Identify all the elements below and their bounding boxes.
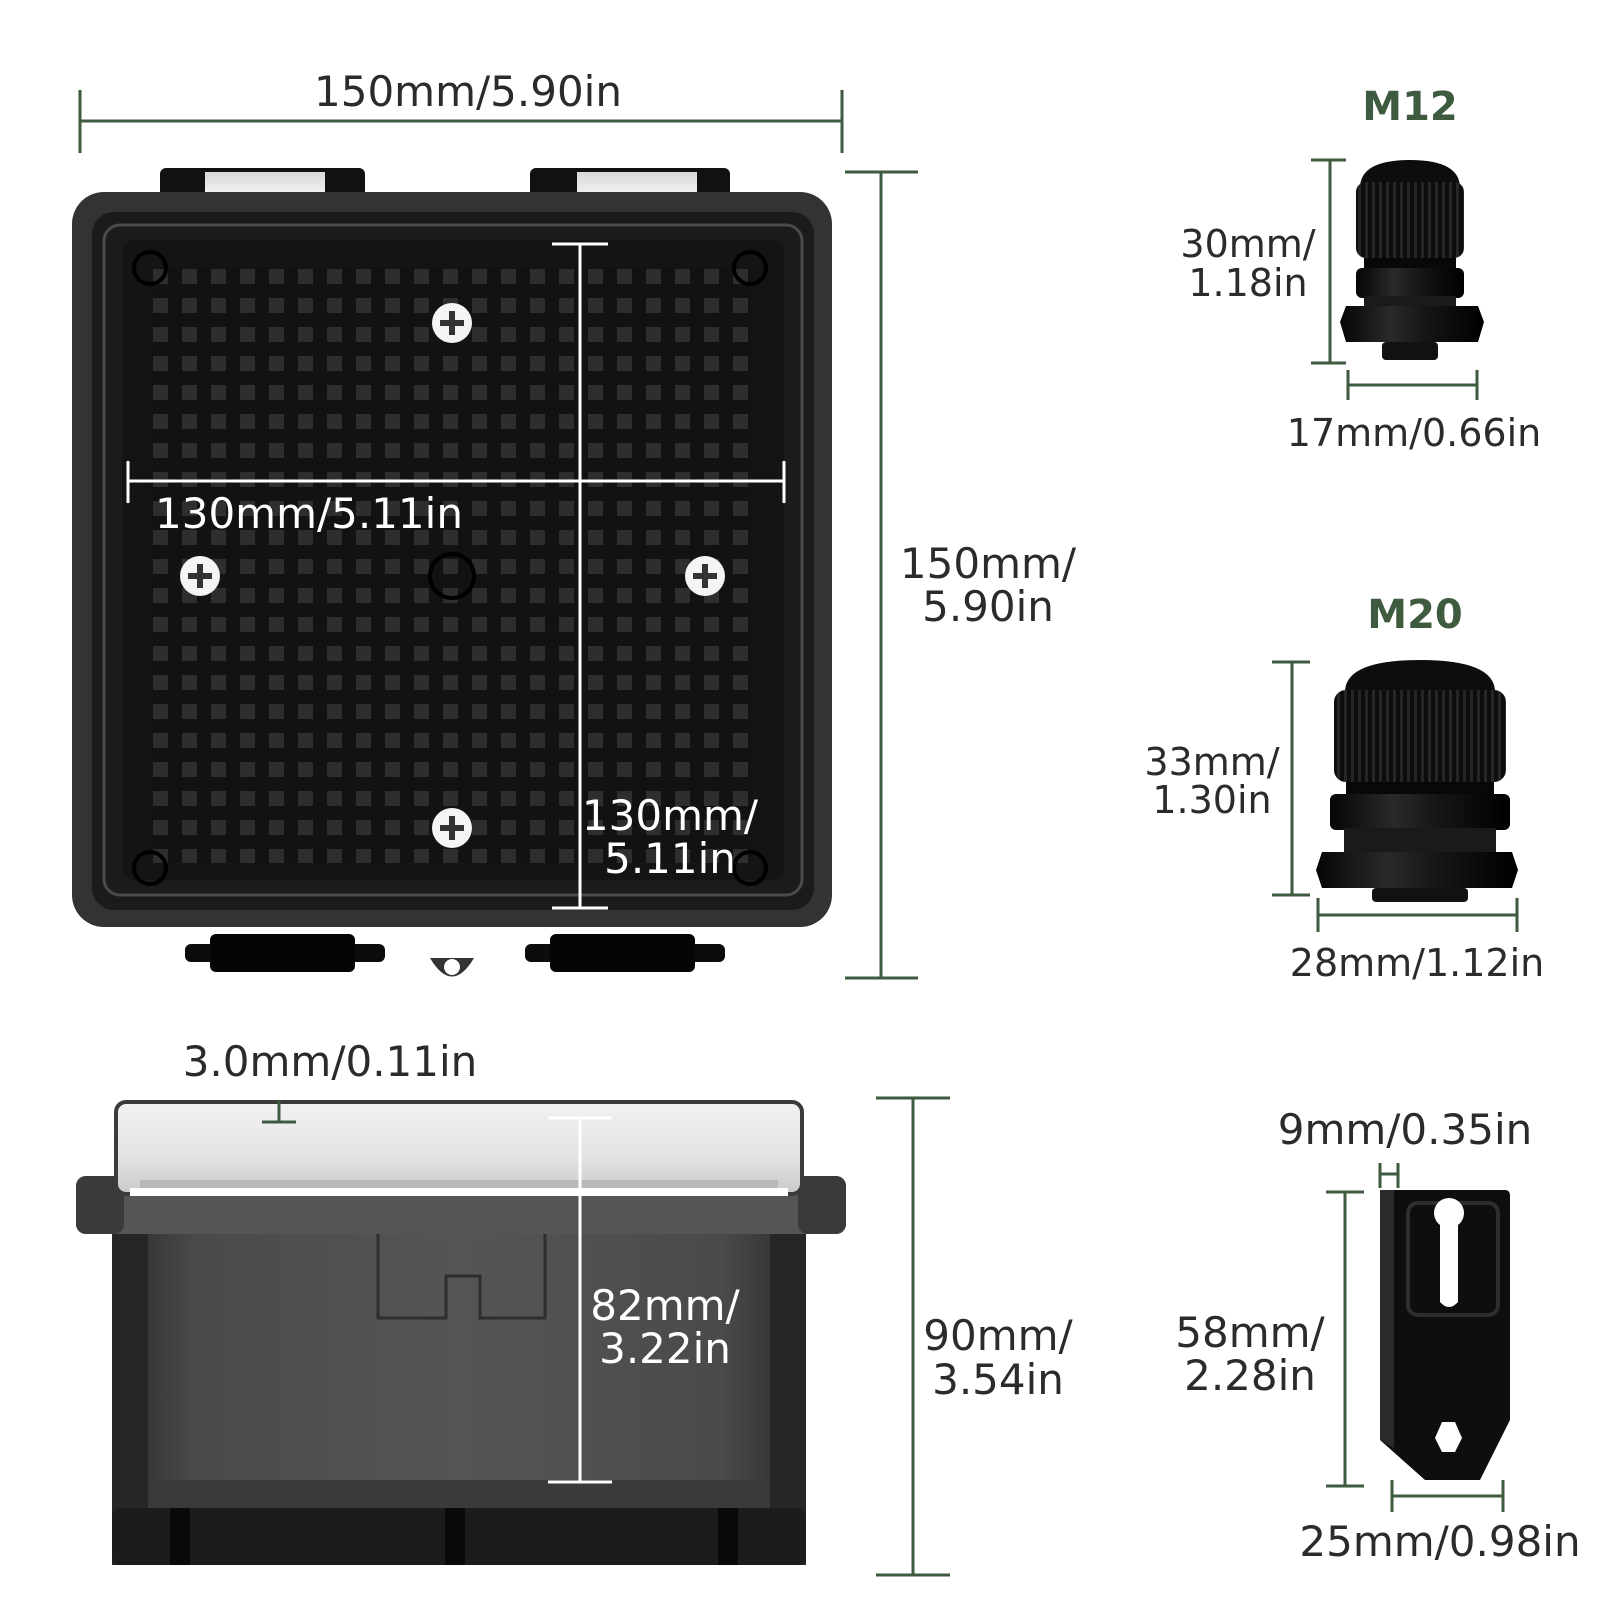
latch-right xyxy=(525,934,725,972)
m20-height-label-line1: 33mm/ xyxy=(1144,740,1279,784)
inner-depth-label-line1: 82mm/ xyxy=(590,1281,740,1330)
bracket-hole xyxy=(1435,1422,1462,1452)
gland-m12: M12 30mm/ 1.18in 17mm/0.66in xyxy=(1180,84,1541,455)
m12-cap xyxy=(1356,182,1464,258)
bracket-height-label-line2: 2.28in xyxy=(1184,1351,1316,1400)
bracket-plate xyxy=(1380,1190,1510,1480)
m12-height-label-line2: 1.18in xyxy=(1188,261,1307,305)
inner-depth-label-line2: 3.22in xyxy=(599,1324,731,1373)
box-height-dimension: 150mm/ 5.90in xyxy=(845,170,1077,980)
m20-width-label: 28mm/1.12in xyxy=(1290,941,1544,985)
side-body xyxy=(112,1180,806,1565)
m20-height-label-line2: 1.30in xyxy=(1152,778,1271,822)
screw-bottom xyxy=(432,808,472,848)
bracket-height-label-line1: 58mm/ xyxy=(1175,1308,1325,1357)
m12-height-label-line1: 30mm/ xyxy=(1180,222,1315,266)
m12-title: M12 xyxy=(1362,84,1457,130)
mounting-bracket: 9mm/0.35in 58mm/ 2.28in 25mm/0.98in xyxy=(1175,1105,1580,1566)
gland-m20: M20 33mm/ 1.30in 28mm/1.12in xyxy=(1144,592,1544,985)
m20-title: M20 xyxy=(1367,592,1462,638)
screw-right xyxy=(685,556,725,596)
lock-tab xyxy=(430,958,474,977)
inner-height-label-line2: 5.11in xyxy=(604,834,736,883)
bracket-width-label: 25mm/0.98in xyxy=(1299,1517,1580,1566)
inner-height-label-line1: 130mm/ xyxy=(582,791,759,840)
wall-thickness-label: 3.0mm/0.11in xyxy=(183,1037,478,1086)
mounting-plate xyxy=(150,268,750,863)
m20-cap xyxy=(1334,690,1506,782)
box-side-view: 82mm/ 3.22in 3.0mm/0.11in xyxy=(76,1037,846,1565)
screw-left xyxy=(180,556,220,596)
box-height-label-line2: 5.90in xyxy=(922,582,1054,631)
side-notch-panel xyxy=(376,1206,547,1320)
inner-width-label: 130mm/5.11in xyxy=(155,489,463,538)
m12-width-label: 17mm/0.66in xyxy=(1287,411,1541,455)
side-height-label-line2: 3.54in xyxy=(932,1355,1064,1404)
side-height-label-line1: 90mm/ xyxy=(923,1311,1073,1360)
box-top-view: 130mm/5.11in 130mm/ 5.11in xyxy=(72,168,832,977)
bracket-thickness-label: 9mm/0.35in xyxy=(1278,1105,1533,1154)
latch-left xyxy=(185,934,385,972)
box-width-label: 150mm/5.90in xyxy=(314,67,622,116)
screw-top xyxy=(432,303,472,343)
box-height-label-line1: 150mm/ xyxy=(900,539,1077,588)
box-width-dimension: 150mm/5.90in xyxy=(78,67,844,153)
keyhole-slot xyxy=(1434,1198,1465,1307)
side-height-dimension: 90mm/ 3.54in xyxy=(876,1096,1074,1577)
